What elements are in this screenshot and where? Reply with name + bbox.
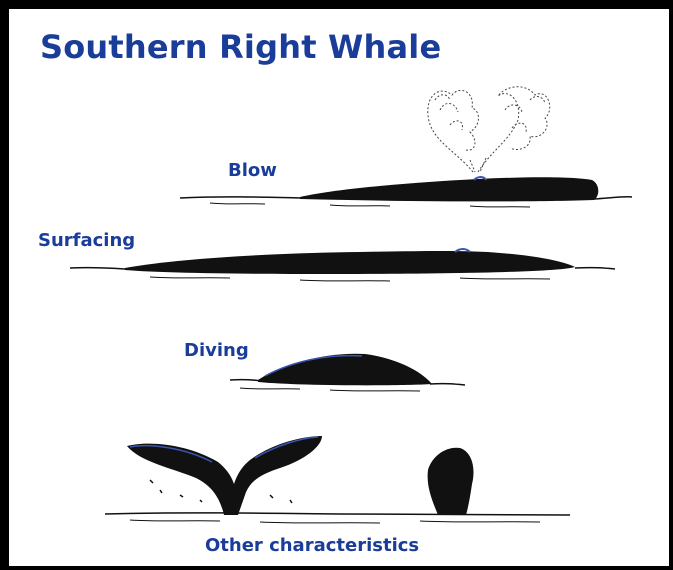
label-diving: Diving (184, 340, 249, 361)
label-surfacing: Surfacing (38, 230, 135, 251)
label-blow: Blow (228, 160, 277, 181)
whale-diving-icon (230, 354, 465, 391)
whale-fluke-icon (127, 436, 322, 515)
blow-spout-icon (428, 87, 550, 172)
whale-flipper-icon (428, 448, 474, 515)
label-other-characteristics: Other characteristics (205, 535, 419, 556)
whale-surfacing-icon (70, 249, 615, 281)
whale-blow-icon (180, 177, 632, 207)
water-line (105, 480, 570, 523)
